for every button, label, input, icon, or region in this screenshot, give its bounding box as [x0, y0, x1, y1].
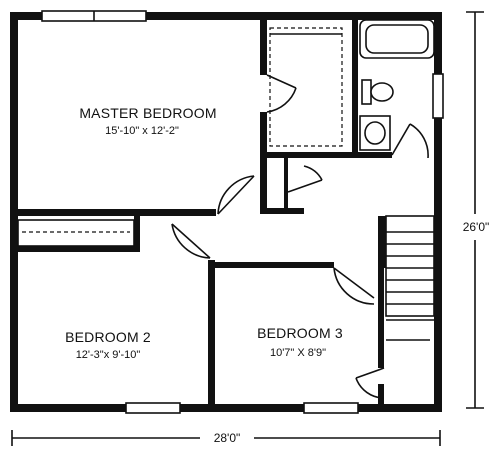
door-master-entry-swing — [217, 175, 255, 215]
wall-bedroom2-closet-end — [134, 214, 140, 252]
dimension-depth: 26'0" — [463, 11, 490, 409]
wall-bedroom2-east — [208, 260, 215, 404]
door-bedroom2-swing — [171, 223, 211, 259]
toilet-bowl — [370, 82, 394, 102]
wall-left — [10, 12, 18, 412]
stair-outline — [385, 215, 435, 317]
door-master-closet-swing — [266, 87, 297, 113]
exterior-walls — [10, 12, 442, 412]
door-master-entry — [217, 175, 255, 215]
door-linen — [287, 179, 323, 193]
wall-closet-bottom — [260, 152, 352, 158]
window-bath — [432, 73, 444, 119]
bathtub — [359, 19, 435, 59]
bedroom2-dims: 12'-3"x 9'-10" — [76, 349, 141, 361]
bath-fixtures — [359, 19, 435, 151]
wall-linen-mid — [284, 158, 288, 208]
stair-rail — [378, 216, 386, 268]
bathtub-inner — [365, 24, 429, 54]
closets — [17, 27, 430, 341]
interior-walls — [18, 20, 392, 404]
closet-bedroom2 — [17, 219, 135, 247]
door-master-closet — [266, 74, 297, 89]
overall-width-label: 28'0" — [214, 431, 241, 445]
wall-bedroom3-top — [208, 262, 334, 268]
wall-bath-bottom — [352, 152, 392, 158]
wall-master-bottom — [18, 209, 216, 216]
door-linen-swing — [303, 165, 323, 181]
wall-linen-left — [260, 158, 266, 214]
wall-linen-bottom — [260, 208, 304, 214]
overall-depth-label: 26'0" — [463, 220, 490, 234]
windows — [41, 10, 444, 414]
toilet-tank — [361, 79, 372, 105]
window-bedroom3 — [303, 402, 359, 414]
wall-bedroom3-east — [378, 268, 384, 368]
dimension-width: 28'0" — [11, 430, 441, 446]
door-bath — [391, 123, 411, 156]
bedroom2-name: BEDROOM 2 — [65, 329, 151, 345]
master-bedroom-dims: 15'-10" x 12'-2" — [105, 125, 179, 137]
stairs — [378, 215, 435, 321]
closet-master-shelf — [269, 27, 343, 147]
wall-closet-bath — [352, 20, 358, 158]
bedroom3-dims: 10'7" X 8'9" — [270, 347, 326, 359]
wall-master-closet — [260, 20, 267, 75]
door-bedroom3-swing — [333, 267, 375, 305]
window-bedroom2 — [125, 402, 181, 414]
bedroom3-name: BEDROOM 3 — [257, 325, 343, 341]
wall-top — [10, 12, 442, 20]
wall-bedroom2-top — [18, 246, 140, 252]
door-bedroom3 — [333, 267, 375, 299]
door-bath-swing — [409, 123, 429, 159]
wall-bottom — [10, 404, 442, 412]
doors — [171, 74, 429, 399]
wall-bedroom3-east-lower — [378, 384, 384, 404]
master-bedroom-name: MASTER BEDROOM — [79, 105, 216, 121]
sink — [364, 121, 386, 145]
door-bedroom2 — [171, 223, 211, 259]
wall-right — [434, 12, 442, 412]
door-stair-closet — [355, 367, 385, 379]
door-stair-closet-swing — [355, 377, 385, 399]
